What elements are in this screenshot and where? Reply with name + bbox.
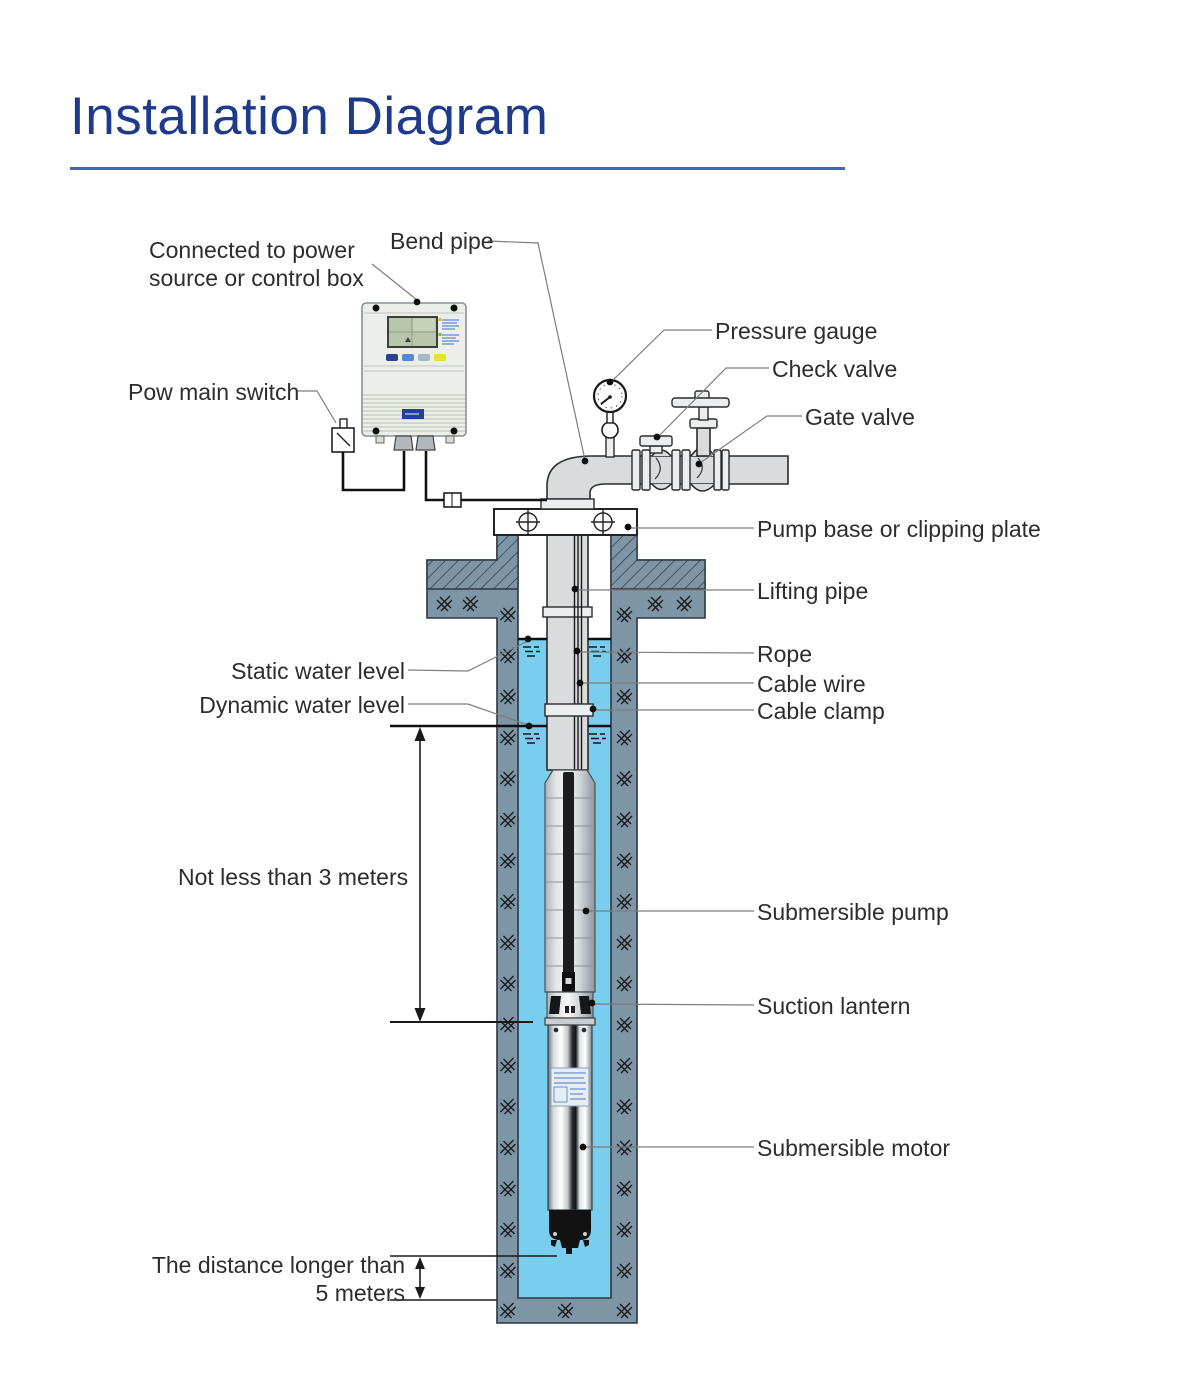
label-not-less-3-meters: Not less than 3 meters	[178, 864, 409, 890]
label-static-water-level: Static water level	[231, 658, 405, 684]
label-cable-wire: Cable wire	[757, 671, 866, 697]
panel-fine-print	[442, 319, 459, 345]
label-gate-valve: Gate valve	[805, 404, 915, 430]
label-pump-base: Pump base or clipping plate	[757, 516, 1041, 542]
riser-flange	[540, 498, 595, 510]
handwheel	[671, 397, 730, 408]
control-box	[361, 302, 467, 451]
dimension-3-meters	[390, 727, 533, 1023]
label-dynamic-water-level: Dynamic water level	[199, 692, 405, 718]
label-rope: Rope	[757, 641, 812, 667]
panel-buttons	[386, 354, 446, 361]
label-pressure-gauge: Pressure gauge	[715, 318, 878, 344]
power-switch	[331, 418, 355, 453]
cable-clamp-band	[544, 703, 594, 717]
label-cable-clamp: Cable clamp	[757, 698, 885, 724]
label-distance-5-meters: The distance longer than 5 meters	[151, 1252, 405, 1306]
cable-gland	[415, 435, 436, 451]
title-underline	[70, 167, 845, 170]
dimension-5-meters	[390, 1255, 557, 1301]
bolt-symbol	[516, 510, 615, 534]
pressure-gauge-graphic	[592, 378, 628, 458]
pump-cable-guard	[563, 772, 574, 974]
check-valve-graphic	[631, 435, 691, 491]
motor-end-cap	[549, 1210, 591, 1240]
surface-piping	[540, 378, 789, 510]
gate-valve-graphic	[671, 390, 730, 492]
label-lifting-pipe: Lifting pipe	[757, 578, 869, 604]
label-check-valve: Check valve	[772, 356, 898, 382]
suction-lantern-graphic	[544, 991, 596, 1026]
leader-lines	[297, 240, 802, 1148]
pipe-coupling	[542, 606, 593, 618]
submersible-pump-graphic	[544, 769, 596, 993]
label-submersible-pump: Submersible pump	[757, 899, 949, 925]
label-bend-pipe: Bend pipe	[390, 228, 494, 254]
power-wires	[341, 451, 547, 508]
screws	[372, 304, 458, 435]
label-pow-main-switch: Pow main switch	[128, 379, 300, 405]
water-levels	[390, 637, 611, 744]
leader-dots	[413, 298, 703, 1151]
pump-base-plate	[493, 508, 638, 536]
submersible-motor-graphic	[547, 1024, 593, 1254]
page-title: Installation Diagram	[70, 87, 549, 146]
label-submersible-motor: Submersible motor	[757, 1135, 951, 1161]
cable-gland	[393, 435, 414, 451]
label-suction-lantern: Suction lantern	[757, 993, 911, 1019]
label-connected-power: Connected to power source or control box	[149, 237, 364, 291]
